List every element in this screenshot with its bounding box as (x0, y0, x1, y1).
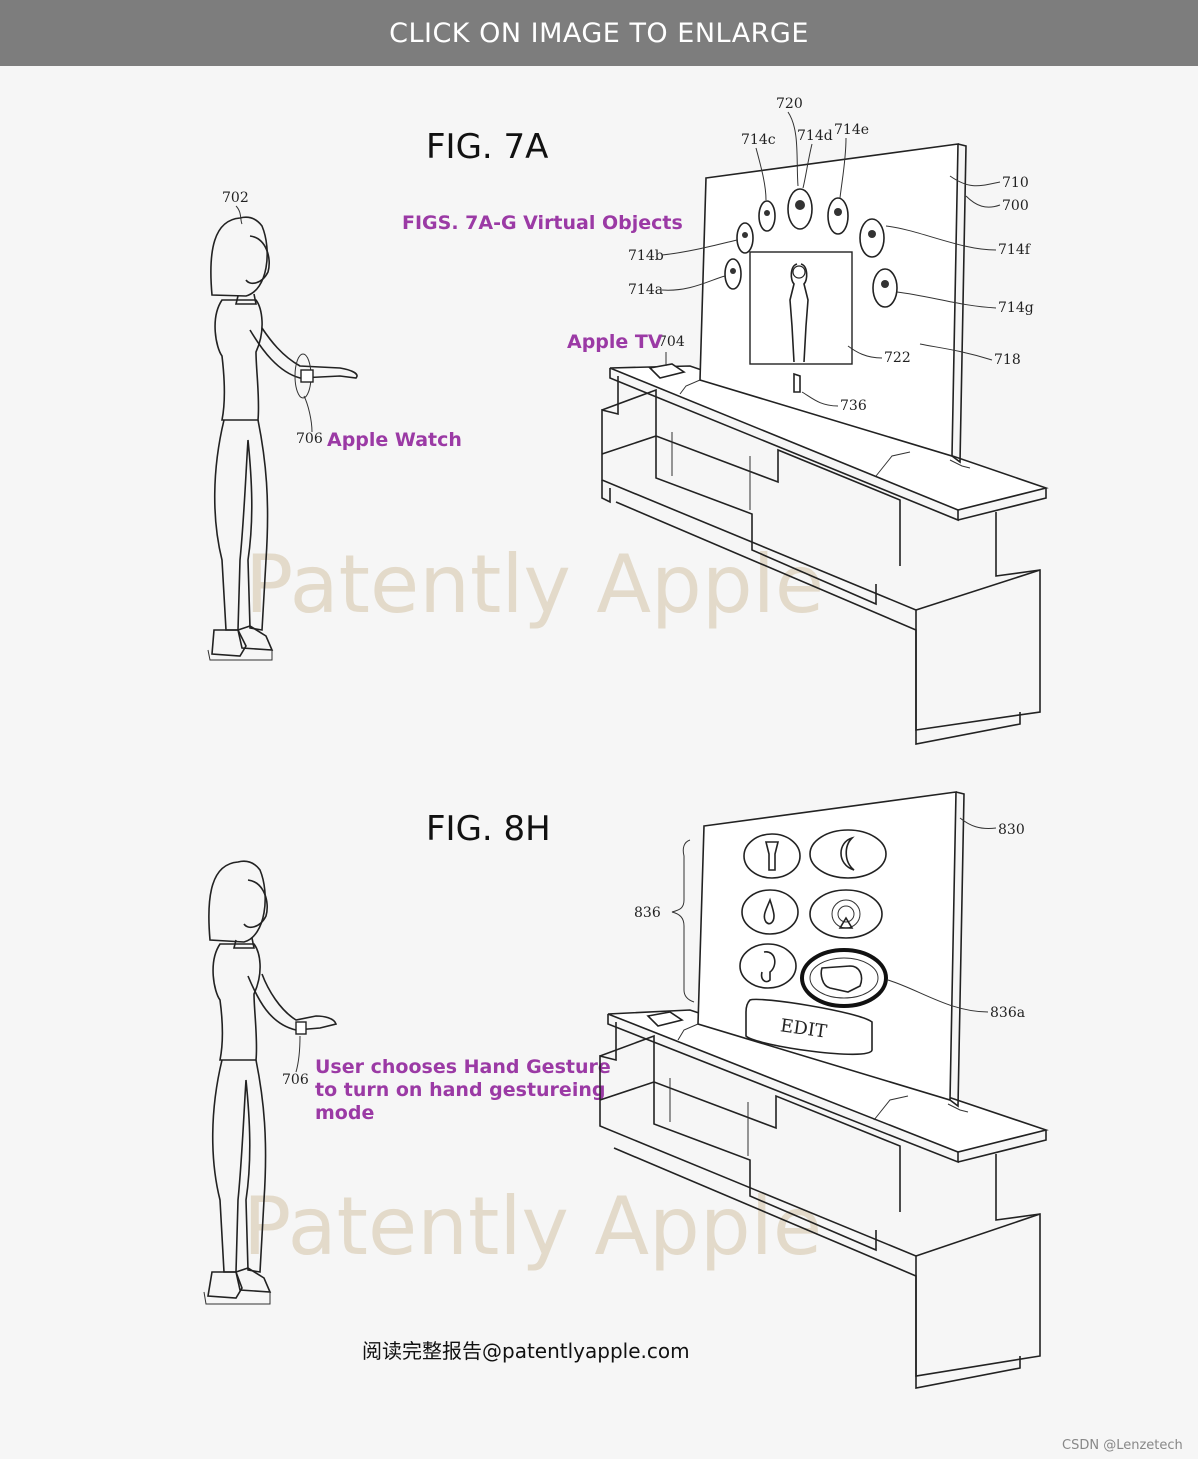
figure-8h: FIG. 8H Patently Apple 706 User chooses … (203, 791, 1049, 1389)
hand-gesture-icon (820, 965, 863, 993)
banner-text: CLICK ON IMAGE TO ENLARGE (389, 17, 809, 49)
virtual-object-icons (724, 188, 898, 308)
annotation-apple-watch: Apple Watch (327, 429, 462, 451)
fig-8h-title: FIG. 8H (426, 809, 551, 849)
smart-watch-icon-2 (295, 1021, 307, 1035)
tv-stand-icon-2 (599, 1009, 1049, 1389)
click-to-enlarge-banner[interactable]: CLICK ON IMAGE TO ENLARGE (0, 0, 1198, 66)
ref-702: 702 (222, 190, 249, 206)
patent-figure-canvas[interactable]: FIG. 7A Patently Apple 702 706 Apple Wat… (0, 66, 1198, 1459)
ear-icon (760, 951, 776, 983)
annotation-gesture-line-3: mode (315, 1102, 374, 1124)
ref-714b: 714b (628, 248, 664, 264)
hand-indicator-icon (793, 372, 801, 393)
ref-714f: 714f (998, 242, 1032, 258)
ref-718: 718 (994, 352, 1021, 368)
apple-tv-box-icon (648, 363, 686, 379)
patent-drawings: FIG. 7A Patently Apple 702 706 Apple Wat… (203, 96, 1183, 1453)
ref-720: 720 (776, 96, 803, 112)
ref-714a: 714a (628, 282, 663, 298)
annotation-virtual-objects: FIGS. 7A-G Virtual Objects (402, 212, 683, 234)
television-icon (679, 143, 971, 477)
water-drop-button[interactable] (741, 889, 799, 935)
watermark-bottom: Patently Apple (243, 1180, 822, 1273)
ref-700: 700 (1002, 198, 1029, 214)
ref-736: 736 (840, 398, 867, 414)
credit-text: CSDN @Lenzetech (1062, 1438, 1183, 1453)
flashlight-button[interactable] (743, 833, 801, 879)
ref-714g: 714g (998, 300, 1034, 316)
water-drop-icon (763, 897, 775, 925)
television-icon-2: EDIT (677, 791, 969, 1121)
ref-722: 722 (884, 350, 911, 366)
ref-710: 710 (1002, 175, 1029, 191)
video-panel (749, 251, 853, 365)
airplay-button[interactable] (809, 889, 883, 939)
person-figure-icon-2 (203, 860, 338, 1305)
ref-704: 704 (658, 334, 685, 350)
ear-button[interactable] (739, 943, 797, 989)
edit-button[interactable] (745, 998, 873, 1056)
ref-706-8h: 706 (282, 1072, 309, 1088)
moon-button[interactable] (809, 829, 887, 879)
annotation-gesture-line-2: to turn on hand gestureing (315, 1079, 605, 1101)
annotation-gesture-line-1: User chooses Hand Gesture (315, 1056, 611, 1078)
annotation-apple-tv: Apple TV (567, 331, 663, 353)
person-figure-icon (207, 216, 358, 661)
ref-714e: 714e (834, 122, 869, 138)
ref-830: 830 (998, 822, 1025, 838)
hand-gesture-button[interactable] (800, 948, 888, 1008)
tv-stand-icon (601, 365, 1049, 745)
footer-link[interactable]: 阅读完整报告@patentlyapple.com (362, 1339, 690, 1363)
ref-706: 706 (296, 431, 323, 447)
apple-tv-box-icon-2 (646, 1011, 684, 1027)
moon-icon (840, 836, 855, 871)
control-panel-icons: EDIT (739, 829, 888, 1056)
watermark-top: Patently Apple (245, 538, 824, 631)
figure-7a: FIG. 7A Patently Apple 702 706 Apple Wat… (207, 96, 1049, 745)
ref-836: 836 (634, 905, 661, 921)
ref-714d: 714d (797, 128, 833, 144)
ref-714c: 714c (741, 132, 776, 148)
fig-7a-title: FIG. 7A (426, 127, 548, 167)
ref-836a: 836a (990, 1005, 1025, 1021)
flashlight-icon (764, 841, 780, 871)
smart-watch-icon (300, 369, 314, 383)
